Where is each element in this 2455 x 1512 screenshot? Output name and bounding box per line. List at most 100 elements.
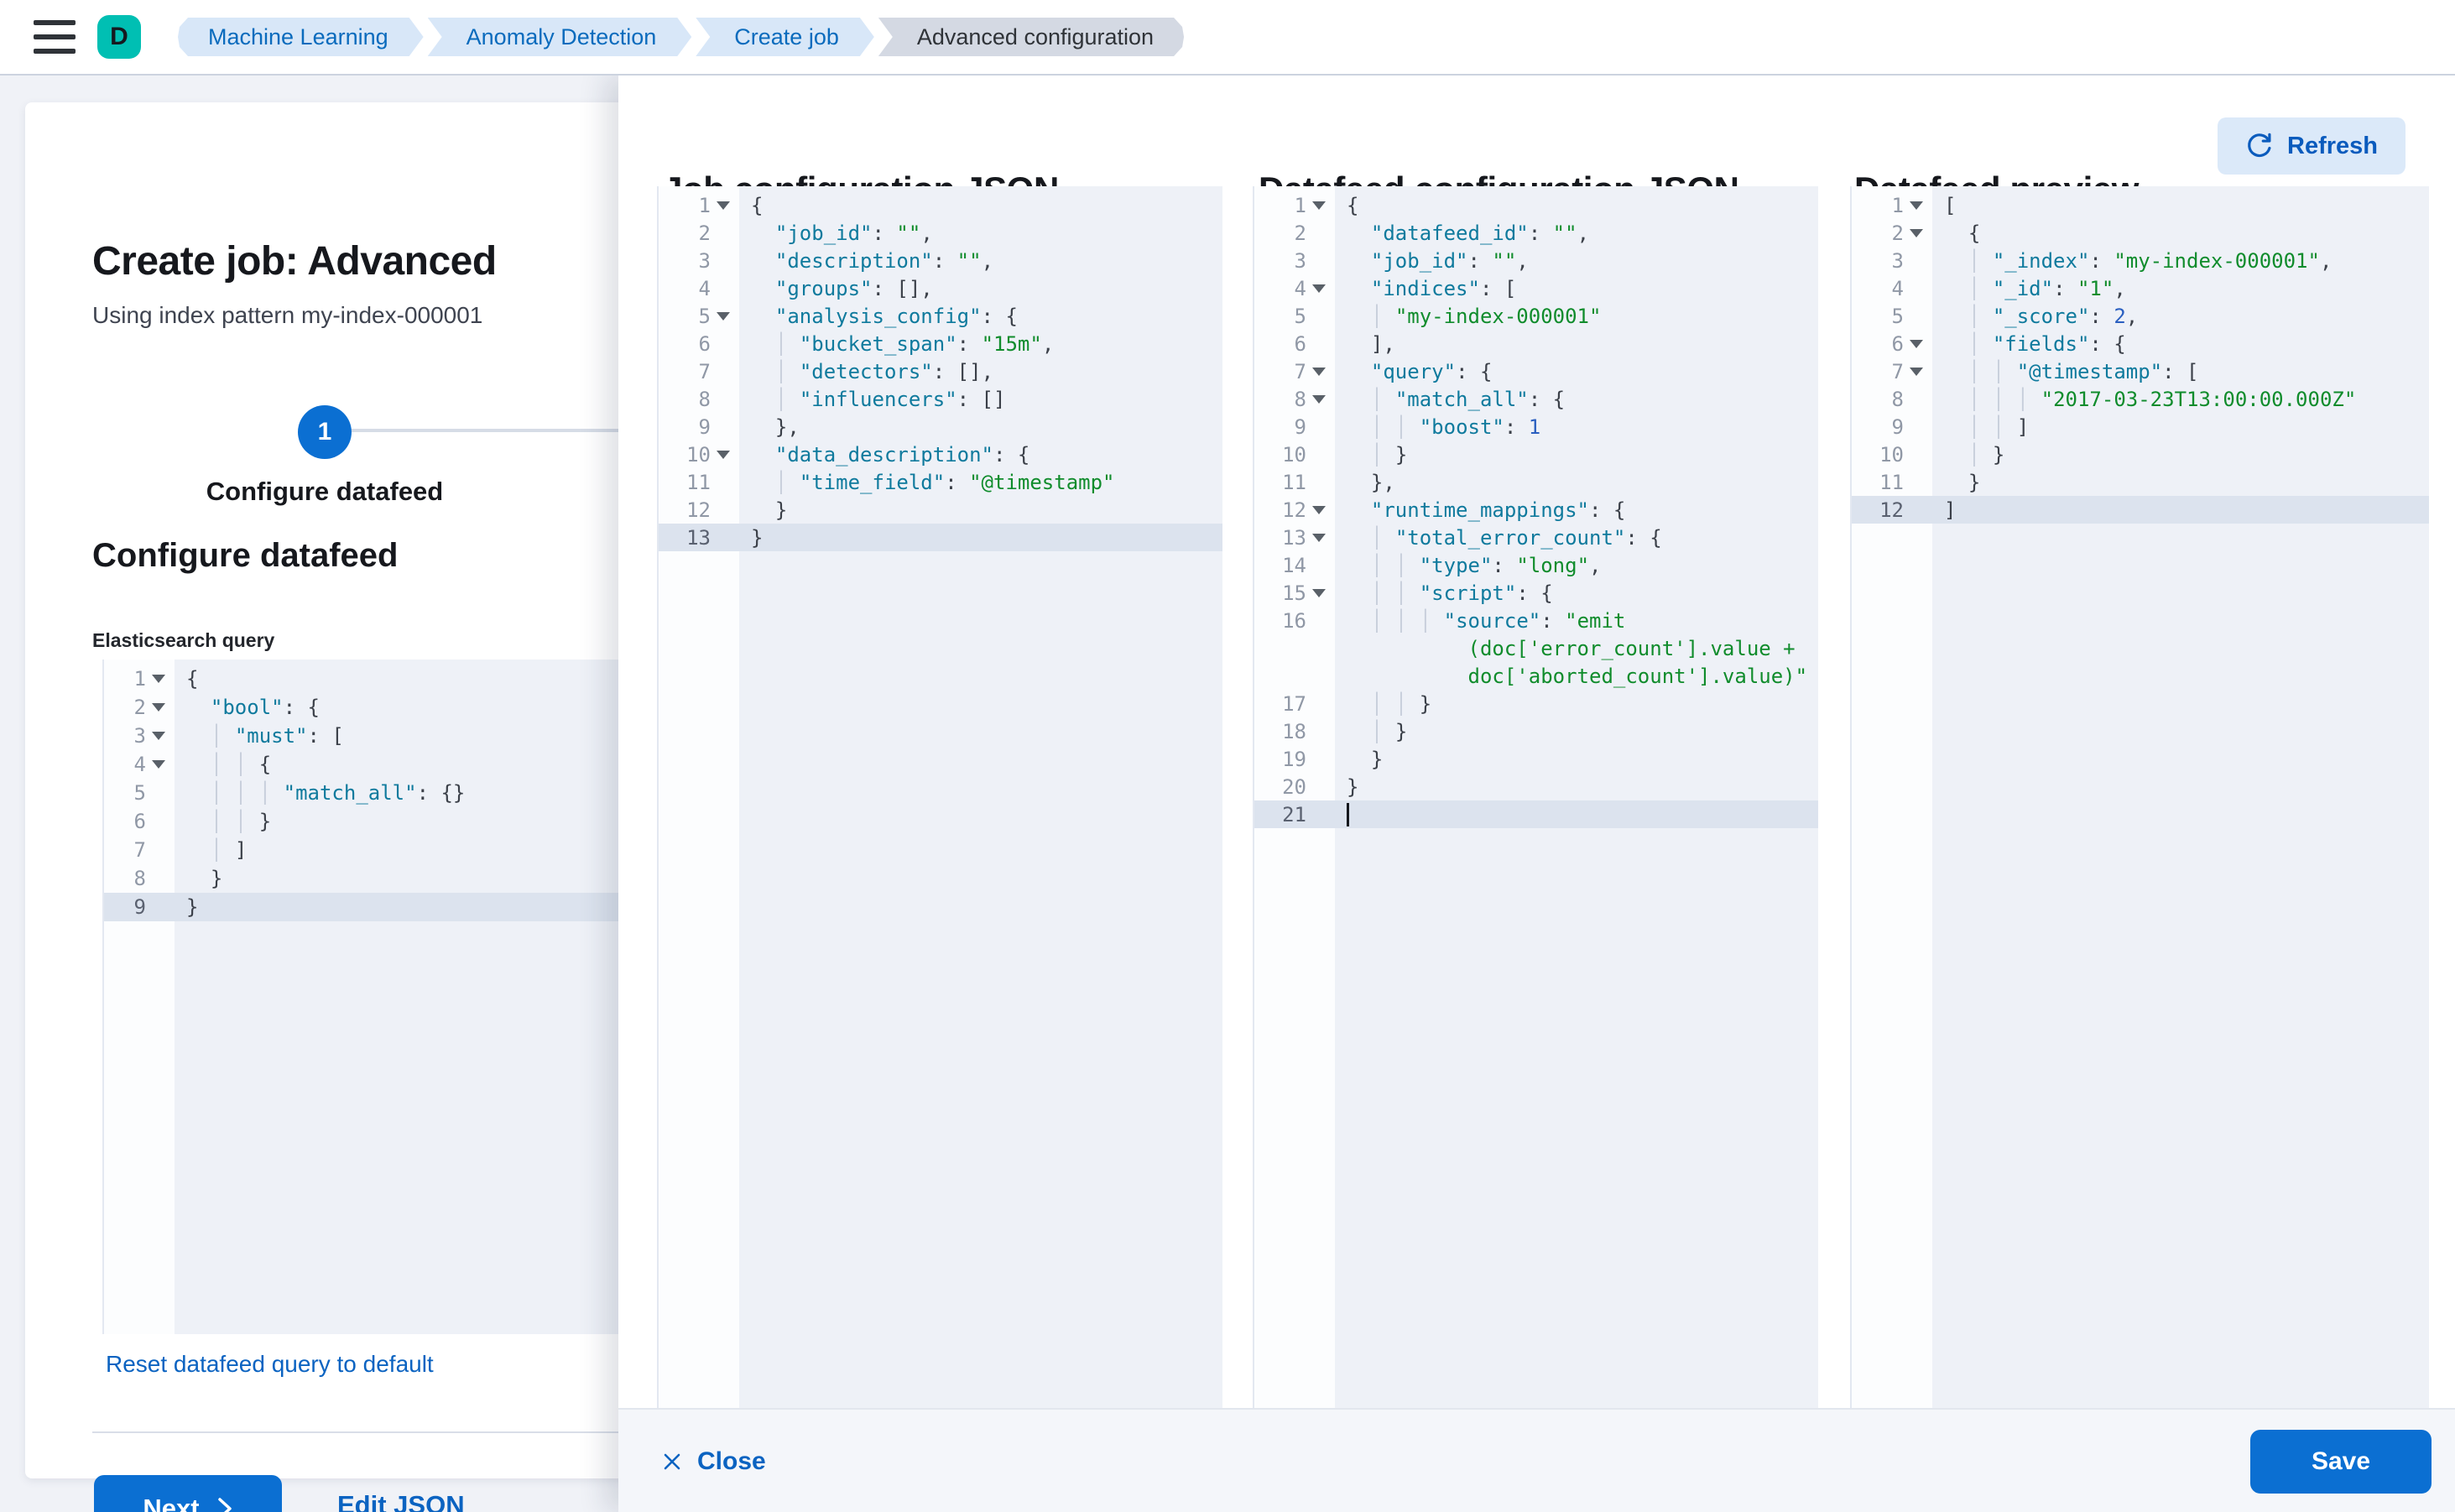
code-line: 17 │ │ } <box>1254 690 1818 717</box>
code-line: 1{ <box>1254 191 1818 219</box>
fold-arrow-icon[interactable] <box>717 201 730 210</box>
code-line: 15 │ │ "script": { <box>1254 579 1818 607</box>
code-line: 8 │ "influencers": [] <box>659 385 1222 413</box>
edit-json-link[interactable]: Edit JSON <box>337 1490 465 1512</box>
code-line: 13 │ "total_error_count": { <box>1254 524 1818 551</box>
line-number: 1 <box>1294 193 1306 217</box>
code-line: 10 │ } <box>1852 441 2429 468</box>
line-number: 8 <box>133 867 146 890</box>
code-line: 2 "bool": { <box>104 693 665 722</box>
datafeed-preview-editor[interactable]: 1[2 {3 │ "_index": "my-index-000001",4 │… <box>1850 186 2429 1408</box>
code-line: 3 │ "_index": "my-index-000001", <box>1852 247 2429 274</box>
breadcrumb-machine-learning[interactable]: Machine Learning <box>178 18 424 56</box>
line-number: 7 <box>1891 359 1904 383</box>
breadcrumb-create-job[interactable]: Create job <box>696 18 874 56</box>
code-line: 5 "analysis_config": { <box>659 302 1222 330</box>
line-number: 1 <box>698 193 711 217</box>
line-number: 15 <box>1282 581 1306 605</box>
line-number: 8 <box>698 387 711 411</box>
line-number: 12 <box>686 498 711 522</box>
code-line: 5 │ "_score": 2, <box>1852 302 2429 330</box>
fold-arrow-icon[interactable] <box>1910 228 1923 237</box>
line-number: 5 <box>1891 304 1904 328</box>
code-line: 6 │ "fields": { <box>1852 330 2429 357</box>
text-cursor <box>1347 803 1349 826</box>
breadcrumb-anomaly-detection[interactable]: Anomaly Detection <box>428 18 692 56</box>
line-number: 2 <box>698 221 711 245</box>
line-number: 9 <box>1891 414 1904 439</box>
menu-hamburger-icon[interactable] <box>34 20 76 54</box>
fold-arrow-icon[interactable] <box>152 760 165 769</box>
fold-arrow-icon[interactable] <box>1910 339 1923 348</box>
line-number: 9 <box>133 895 146 919</box>
code-line: 9} <box>104 893 665 921</box>
code-line: 1{ <box>104 665 665 693</box>
save-button[interactable]: Save <box>2250 1430 2432 1494</box>
code-line: 8 │ "match_all": { <box>1254 385 1818 413</box>
code-line: 12 "runtime_mappings": { <box>1254 496 1818 524</box>
fold-arrow-icon[interactable] <box>152 732 165 740</box>
code-line: 6 │ "bucket_span": "15m", <box>659 330 1222 357</box>
fold-arrow-icon[interactable] <box>1910 201 1923 210</box>
editor-gutter <box>1852 186 1932 1408</box>
fold-arrow-icon[interactable] <box>1312 533 1326 542</box>
close-icon <box>664 1453 680 1470</box>
code-line: 7 │ ] <box>104 836 665 864</box>
next-button[interactable]: Next <box>94 1475 282 1512</box>
elasticsearch-query-editor[interactable]: 1{2 "bool": {3 │ "must": [4 │ │ {5 │ │ │… <box>102 660 665 1334</box>
close-button[interactable]: Close <box>660 1410 766 1512</box>
line-number: 6 <box>1294 331 1306 356</box>
fold-arrow-icon[interactable] <box>1910 367 1923 376</box>
fold-arrow-icon[interactable] <box>1312 588 1326 597</box>
line-number: 12 <box>1282 498 1306 522</box>
line-number: 16 <box>1282 608 1306 633</box>
line-number: 3 <box>1891 248 1904 273</box>
fold-arrow-icon[interactable] <box>1312 394 1326 404</box>
line-number: 3 <box>1294 248 1306 273</box>
editor-gutter <box>104 660 175 1334</box>
datafeed-config-json-editor[interactable]: 1{2 "datafeed_id": "",3 "job_id": "",4 "… <box>1253 186 1818 1408</box>
line-number: 10 <box>1282 442 1306 467</box>
fold-arrow-icon[interactable] <box>717 450 730 459</box>
line-number: 6 <box>133 810 146 833</box>
code-line: 7 "query": { <box>1254 357 1818 385</box>
refresh-icon <box>2248 133 2271 158</box>
line-number: 3 <box>133 724 146 748</box>
code-line: 8 │ │ │ "2017-03-23T13:00:00.000Z" <box>1852 385 2429 413</box>
fold-arrow-icon[interactable] <box>152 703 165 712</box>
step-1-label: Configure datafeed <box>206 477 444 506</box>
chevron-right-icon <box>217 1498 232 1512</box>
deployment-logo-badge[interactable]: D <box>97 15 141 59</box>
code-line: 6 ], <box>1254 330 1818 357</box>
fold-arrow-icon[interactable] <box>152 675 165 683</box>
code-line: 3 │ "must": [ <box>104 722 665 750</box>
code-line: 5 │ "my-index-000001" <box>1254 302 1818 330</box>
line-number: 17 <box>1282 691 1306 716</box>
refresh-button[interactable]: Refresh <box>2218 117 2405 175</box>
code-line: 10 │ } <box>1254 441 1818 468</box>
step-1-indicator[interactable]: 1 <box>298 405 352 459</box>
line-number: 2 <box>133 696 146 719</box>
code-line: 7 │ │ "@timestamp": [ <box>1852 357 2429 385</box>
editor-gutter <box>1254 186 1335 1408</box>
fold-arrow-icon[interactable] <box>1312 284 1326 293</box>
code-line: 3 "job_id": "", <box>1254 247 1818 274</box>
fold-arrow-icon[interactable] <box>1312 505 1326 514</box>
line-number: 6 <box>698 331 711 356</box>
line-number: 5 <box>1294 304 1306 328</box>
code-line: 1[ <box>1852 191 2429 219</box>
line-number: 1 <box>133 667 146 691</box>
line-number: 4 <box>698 276 711 300</box>
line-number: 4 <box>1294 276 1306 300</box>
editor-gutter <box>659 186 739 1408</box>
fold-arrow-icon[interactable] <box>717 311 730 321</box>
code-line: 9 │ │ ] <box>1852 413 2429 441</box>
job-config-json-editor[interactable]: 1{2 "job_id": "",3 "description": "",4 "… <box>657 186 1222 1408</box>
fold-arrow-icon[interactable] <box>1312 367 1326 376</box>
code-line: 14 │ │ "type": "long", <box>1254 551 1818 579</box>
code-line: 21 <box>1254 800 1818 828</box>
breadcrumb-advanced-configuration: Advanced configuration <box>878 18 1184 56</box>
reset-datafeed-query-link[interactable]: Reset datafeed query to default <box>106 1351 434 1377</box>
fold-arrow-icon[interactable] <box>1312 201 1326 210</box>
